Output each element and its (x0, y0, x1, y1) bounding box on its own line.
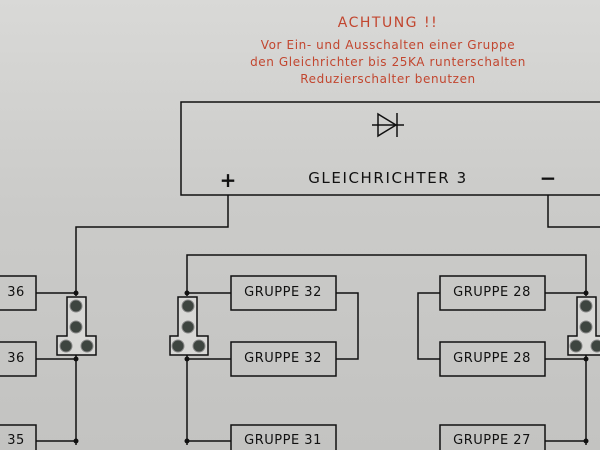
minus-terminal-label: − (539, 166, 557, 190)
group-label: GRUPPE 32 (244, 285, 322, 300)
group-label: GRUPPE 31 (244, 433, 322, 448)
warning-line: Reduzierschalter benutzen (300, 72, 476, 86)
plus-terminal-label: + (219, 168, 237, 192)
group-boxes (0, 275, 546, 450)
terminal-block-middle (169, 296, 209, 356)
diode-icon (372, 112, 404, 138)
group-label: 36 (7, 285, 25, 300)
rectifier-label: GLEICHRICHTER 3 (308, 169, 468, 187)
group-label: GRUPPE 28 (453, 285, 531, 300)
group-label: GRUPPE 32 (244, 351, 322, 366)
wires (36, 195, 600, 445)
warning-line: den Gleichrichter bis 25KA runterschalte… (250, 55, 526, 69)
group-label: 35 (7, 433, 25, 448)
group-label: GRUPPE 28 (453, 351, 531, 366)
group-label: 36 (7, 351, 25, 366)
terminal-block-right (567, 296, 600, 356)
warning-title: ACHTUNG !! (337, 15, 439, 31)
terminal-block-left (56, 296, 97, 356)
warning-line: Vor Ein- und Ausschalten einer Gruppe (260, 38, 516, 52)
group-label: GRUPPE 27 (453, 433, 531, 448)
rectifier-box (180, 101, 600, 196)
